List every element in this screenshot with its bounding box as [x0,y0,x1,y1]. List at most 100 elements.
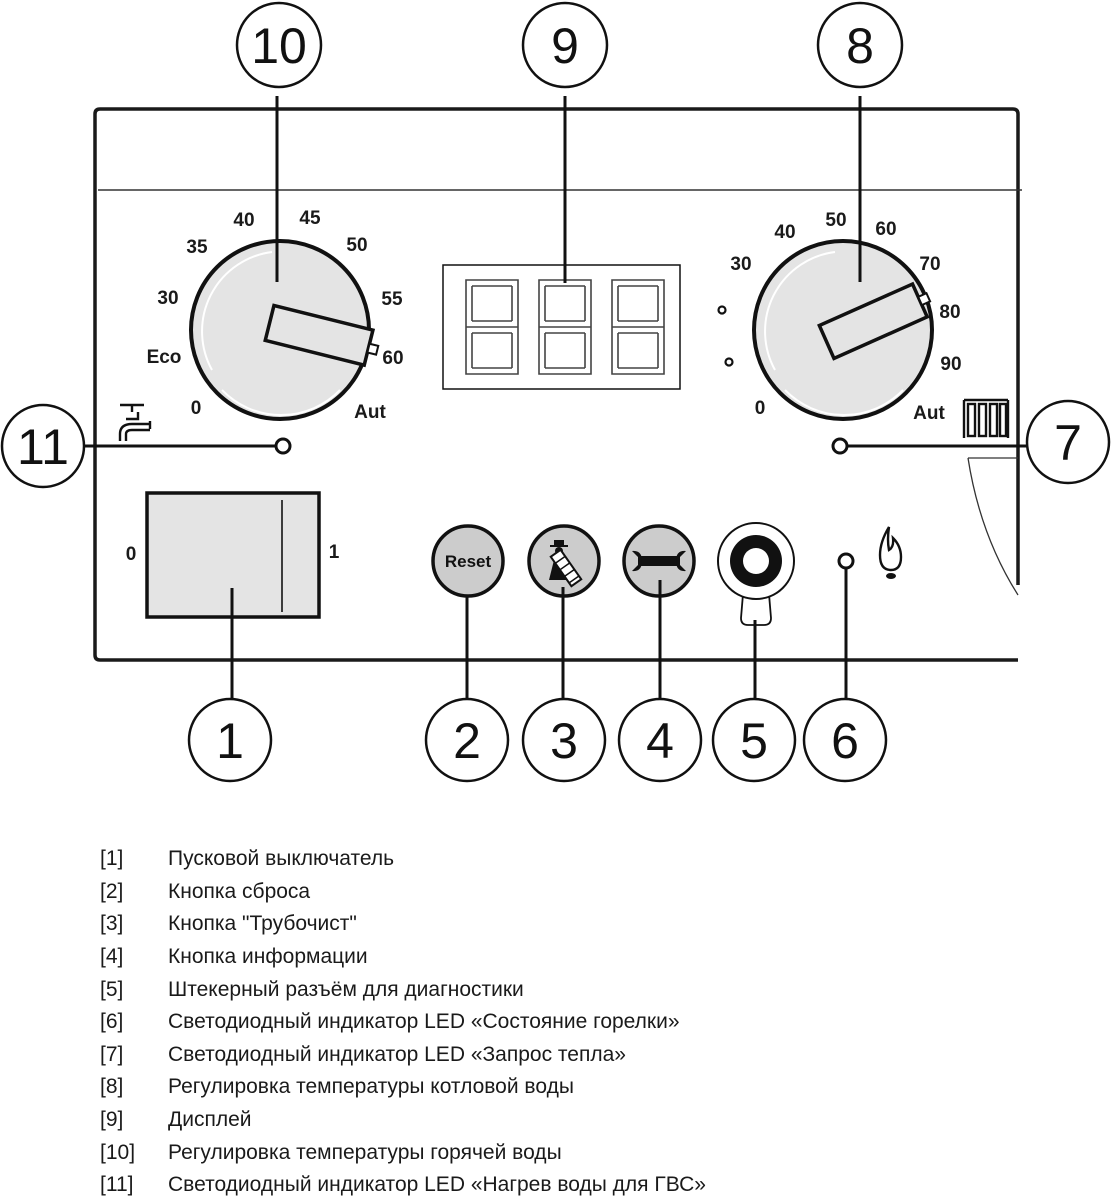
legend-item: [1] Пусковой выключатель [100,843,1000,876]
legend-text: Регулировка температуры горячей воды [168,1140,562,1164]
dial-scale-label: 80 [939,302,960,323]
svg-text:7: 7 [1054,415,1082,471]
svg-text:1: 1 [216,713,244,769]
legend-item: [9] Дисплей [100,1104,1000,1137]
legend-text: Кнопка информации [168,945,368,969]
legend-number: [8] [100,1075,124,1099]
hot-water-dial-scale: 0 Eco 30 35 40 45 50 55 60 Aut [147,208,404,423]
burner-status-led [837,552,855,570]
dial-scale-label: 35 [186,237,208,258]
svg-text:8: 8 [846,18,874,74]
reset-button-label: Reset [445,552,492,571]
diagnostic-socket[interactable] [717,522,795,626]
reset-button[interactable]: Reset [431,524,505,598]
legend-item: [4] Кнопка информации [100,941,1000,974]
legend-text: Пусковой выключатель [168,847,395,871]
svg-text:9: 9 [551,18,579,74]
switch-on-label: 1 [329,542,340,563]
svg-text:4: 4 [646,713,674,769]
legend-number: [1] [100,847,124,871]
legend-text: Светодиодный индикатор LED «Запрос тепла… [168,1042,626,1066]
boiler-dial-scale: 0 30 40 50 60 70 80 90 Aut [730,210,961,424]
callout-8: 8 [816,1,904,89]
dial-scale-label: Eco [147,347,182,368]
dial-scale-label: Aut [913,403,945,424]
legend-item: [8] Регулировка температуры котловой вод… [100,1071,1000,1104]
legend-item: [5] Штекерный разъём для диагностики [100,973,1000,1006]
dial-scale-label: 90 [940,354,961,375]
legend-text: Кнопка сброса [168,879,311,903]
legend-text: Светодиодный индикатор LED «Нагрев воды … [168,1173,706,1197]
svg-text:10: 10 [251,18,307,74]
legend-number: [2] [100,879,124,903]
legend-item: [11] Светодиодный индикатор LED «Нагрев … [100,1169,1000,1202]
chimney-sweep-button[interactable] [527,524,601,598]
legend-item: [2] Кнопка сброса [100,876,1000,909]
legend-number: [9] [100,1108,124,1132]
callout-11: 11 [0,403,86,489]
dial-scale-label: 30 [157,288,178,309]
legend-number: [6] [100,1010,124,1034]
legend-text: Штекерный разъём для диагностики [168,977,524,1001]
dial-scale-label: 50 [825,210,846,231]
callout-7: 7 [1025,399,1111,485]
panel-cover-edge [967,457,1019,596]
legend-text: Дисплей [168,1108,252,1132]
flame-icon [878,526,903,579]
callout-5: 5 [711,697,797,783]
dial-scale-label: 55 [381,289,403,310]
diagnostic-socket-icon [730,535,782,587]
hot-water-led [274,437,292,455]
dial-scale-label: 70 [919,254,940,275]
dial-scale-label: 60 [875,219,896,240]
legend-item: [10] Регулировка температуры горячей вод… [100,1136,1000,1169]
callout-badges: 10 9 8 11 7 1 2 3 [0,1,1111,783]
control-panel-diagram: 0 Eco 30 35 40 45 50 55 60 Aut [0,1,1111,783]
legend: [1] Пусковой выключатель [2] Кнопка сбро… [100,843,1000,1202]
dial-scale-label: 30 [730,254,751,275]
callout-1: 1 [187,697,273,783]
legend-text: Регулировка температуры котловой воды [168,1075,574,1099]
scale-dot [724,357,734,367]
dial-scale-label: 45 [299,208,321,229]
callout-leaders [75,96,1027,700]
legend-item: [3] Кнопка "Трубочист" [100,908,1000,941]
legend-item: [7] Светодиодный индикатор LED «Запрос т… [100,1039,1000,1072]
legend-number: [11] [100,1173,134,1197]
boiler-dial[interactable] [752,239,935,421]
callout-9: 9 [521,1,609,89]
callout-6: 6 [802,697,888,783]
svg-text:2: 2 [453,713,481,769]
callout-2: 2 [424,697,510,783]
dial-scale-label: 50 [346,235,367,256]
dial-scale-label: 40 [774,222,795,243]
tap-icon [118,403,152,441]
legend-number: [10] [100,1140,136,1164]
svg-text:11: 11 [17,419,69,475]
legend-text: Кнопка "Трубочист" [168,912,357,936]
dial-scale-label: Aut [354,402,386,423]
legend-number: [3] [100,912,124,936]
svg-text:6: 6 [831,713,859,769]
hot-water-dial[interactable] [189,239,382,421]
scale-dot [717,305,727,315]
legend-text: Светодиодный индикатор LED «Состояние го… [168,1010,680,1034]
dial-scale-label: 0 [191,398,202,419]
legend-number: [5] [100,977,124,1001]
legend-number: [7] [100,1042,124,1066]
callout-4: 4 [617,697,703,783]
svg-text:5: 5 [740,713,768,769]
legend-number: [4] [100,945,124,969]
callout-3: 3 [521,697,607,783]
dial-scale-label: 0 [755,398,766,419]
display [442,264,681,390]
panel-frame [93,107,1020,662]
dial-scale-label: 40 [233,210,254,231]
callout-10: 10 [235,1,323,89]
heat-demand-led [831,437,849,455]
wrench-icon [632,550,686,572]
radiator-icon [962,398,1010,438]
switch-off-label: 0 [126,544,137,565]
legend-item: [6] Светодиодный индикатор LED «Состояни… [100,1006,1000,1039]
chimney-sweep-icon [549,540,583,588]
